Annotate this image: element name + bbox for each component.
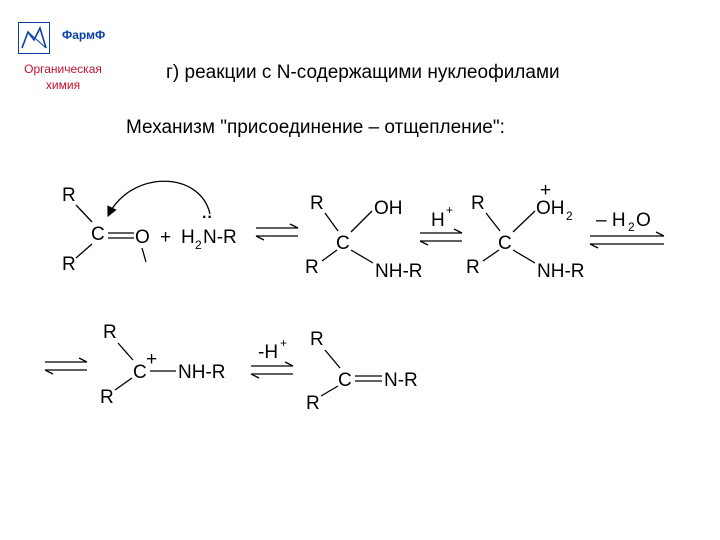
r-group: R xyxy=(62,185,76,206)
slide-title: г) реакции с N-содержащими нуклеофилами xyxy=(166,62,560,83)
proton-charge: + xyxy=(446,203,453,217)
imine-product: R R C N-R xyxy=(306,329,418,414)
r-group: R xyxy=(466,257,480,278)
amine-subscript: 2 xyxy=(195,238,202,252)
equilibrium-arrow xyxy=(44,357,88,375)
lone-pair: ·· xyxy=(202,209,213,226)
amino-group: NH-R xyxy=(375,261,423,282)
r-group: R xyxy=(103,322,117,343)
carbonyl-carbon: C xyxy=(91,224,105,245)
amino-group: NH-R xyxy=(178,362,226,383)
pharm-logo xyxy=(18,22,50,54)
water-loss-label: – H xyxy=(596,210,626,231)
cation-charge: + xyxy=(146,349,157,370)
r-group: R xyxy=(471,193,485,214)
oxonium-charge: + xyxy=(540,180,551,201)
r-group: R xyxy=(306,393,320,414)
oxonium-group: OH xyxy=(536,198,565,219)
equilibrium-arrow xyxy=(250,361,294,379)
bond xyxy=(75,204,93,223)
oxonium-intermediate: R R C + OH 2 NH-R xyxy=(466,180,585,282)
amine-hydrogen: H xyxy=(181,227,195,248)
equilibrium-arrow xyxy=(589,231,665,249)
water-subscript: 2 xyxy=(628,220,635,234)
brand-name: ФармФ xyxy=(62,28,106,42)
carbonyl-oxygen: O xyxy=(135,227,150,248)
cationic-carbon: C xyxy=(133,362,147,383)
water-oxygen: O xyxy=(636,210,651,231)
subject-label: Органическая химия xyxy=(6,61,120,93)
carbinolamine: R R C OH NH-R xyxy=(305,193,423,282)
electron-shift-arrow xyxy=(141,247,147,263)
imine-nitrogen: N-R xyxy=(384,370,418,391)
r-group: R xyxy=(310,193,324,214)
bond xyxy=(75,243,93,259)
slide-subtitle: Механизм "присоединение – отщепление": xyxy=(126,117,505,138)
iminium-cation: R R C + NH-R xyxy=(100,322,226,408)
equilibrium-arrow xyxy=(419,228,463,246)
r-group: R xyxy=(62,254,76,275)
amine-group: N-R xyxy=(203,227,237,248)
carbonyl-compound: R R C O xyxy=(62,185,150,275)
subject-line-2: химия xyxy=(45,78,81,92)
equilibrium-arrow xyxy=(255,223,299,241)
hydroxyl-group: OH xyxy=(374,198,403,219)
r-group: R xyxy=(100,387,114,408)
proton-label: H xyxy=(431,210,445,231)
nucleophilic-attack-arrow xyxy=(107,180,211,217)
r-group: R xyxy=(310,329,324,350)
central-carbon: C xyxy=(498,233,512,254)
imine-carbon: C xyxy=(338,370,352,391)
subject-line-1: Органическая xyxy=(24,62,102,76)
oxonium-subscript: 2 xyxy=(566,209,573,223)
central-carbon: C xyxy=(336,233,350,254)
deprotonation-label: -H xyxy=(258,342,278,363)
r-group: R xyxy=(305,257,319,278)
amine: H 2 N-R ·· xyxy=(181,209,237,252)
amino-group: NH-R xyxy=(537,261,585,282)
deprotonation-charge: + xyxy=(280,336,287,350)
plus-sign: + xyxy=(160,227,171,248)
